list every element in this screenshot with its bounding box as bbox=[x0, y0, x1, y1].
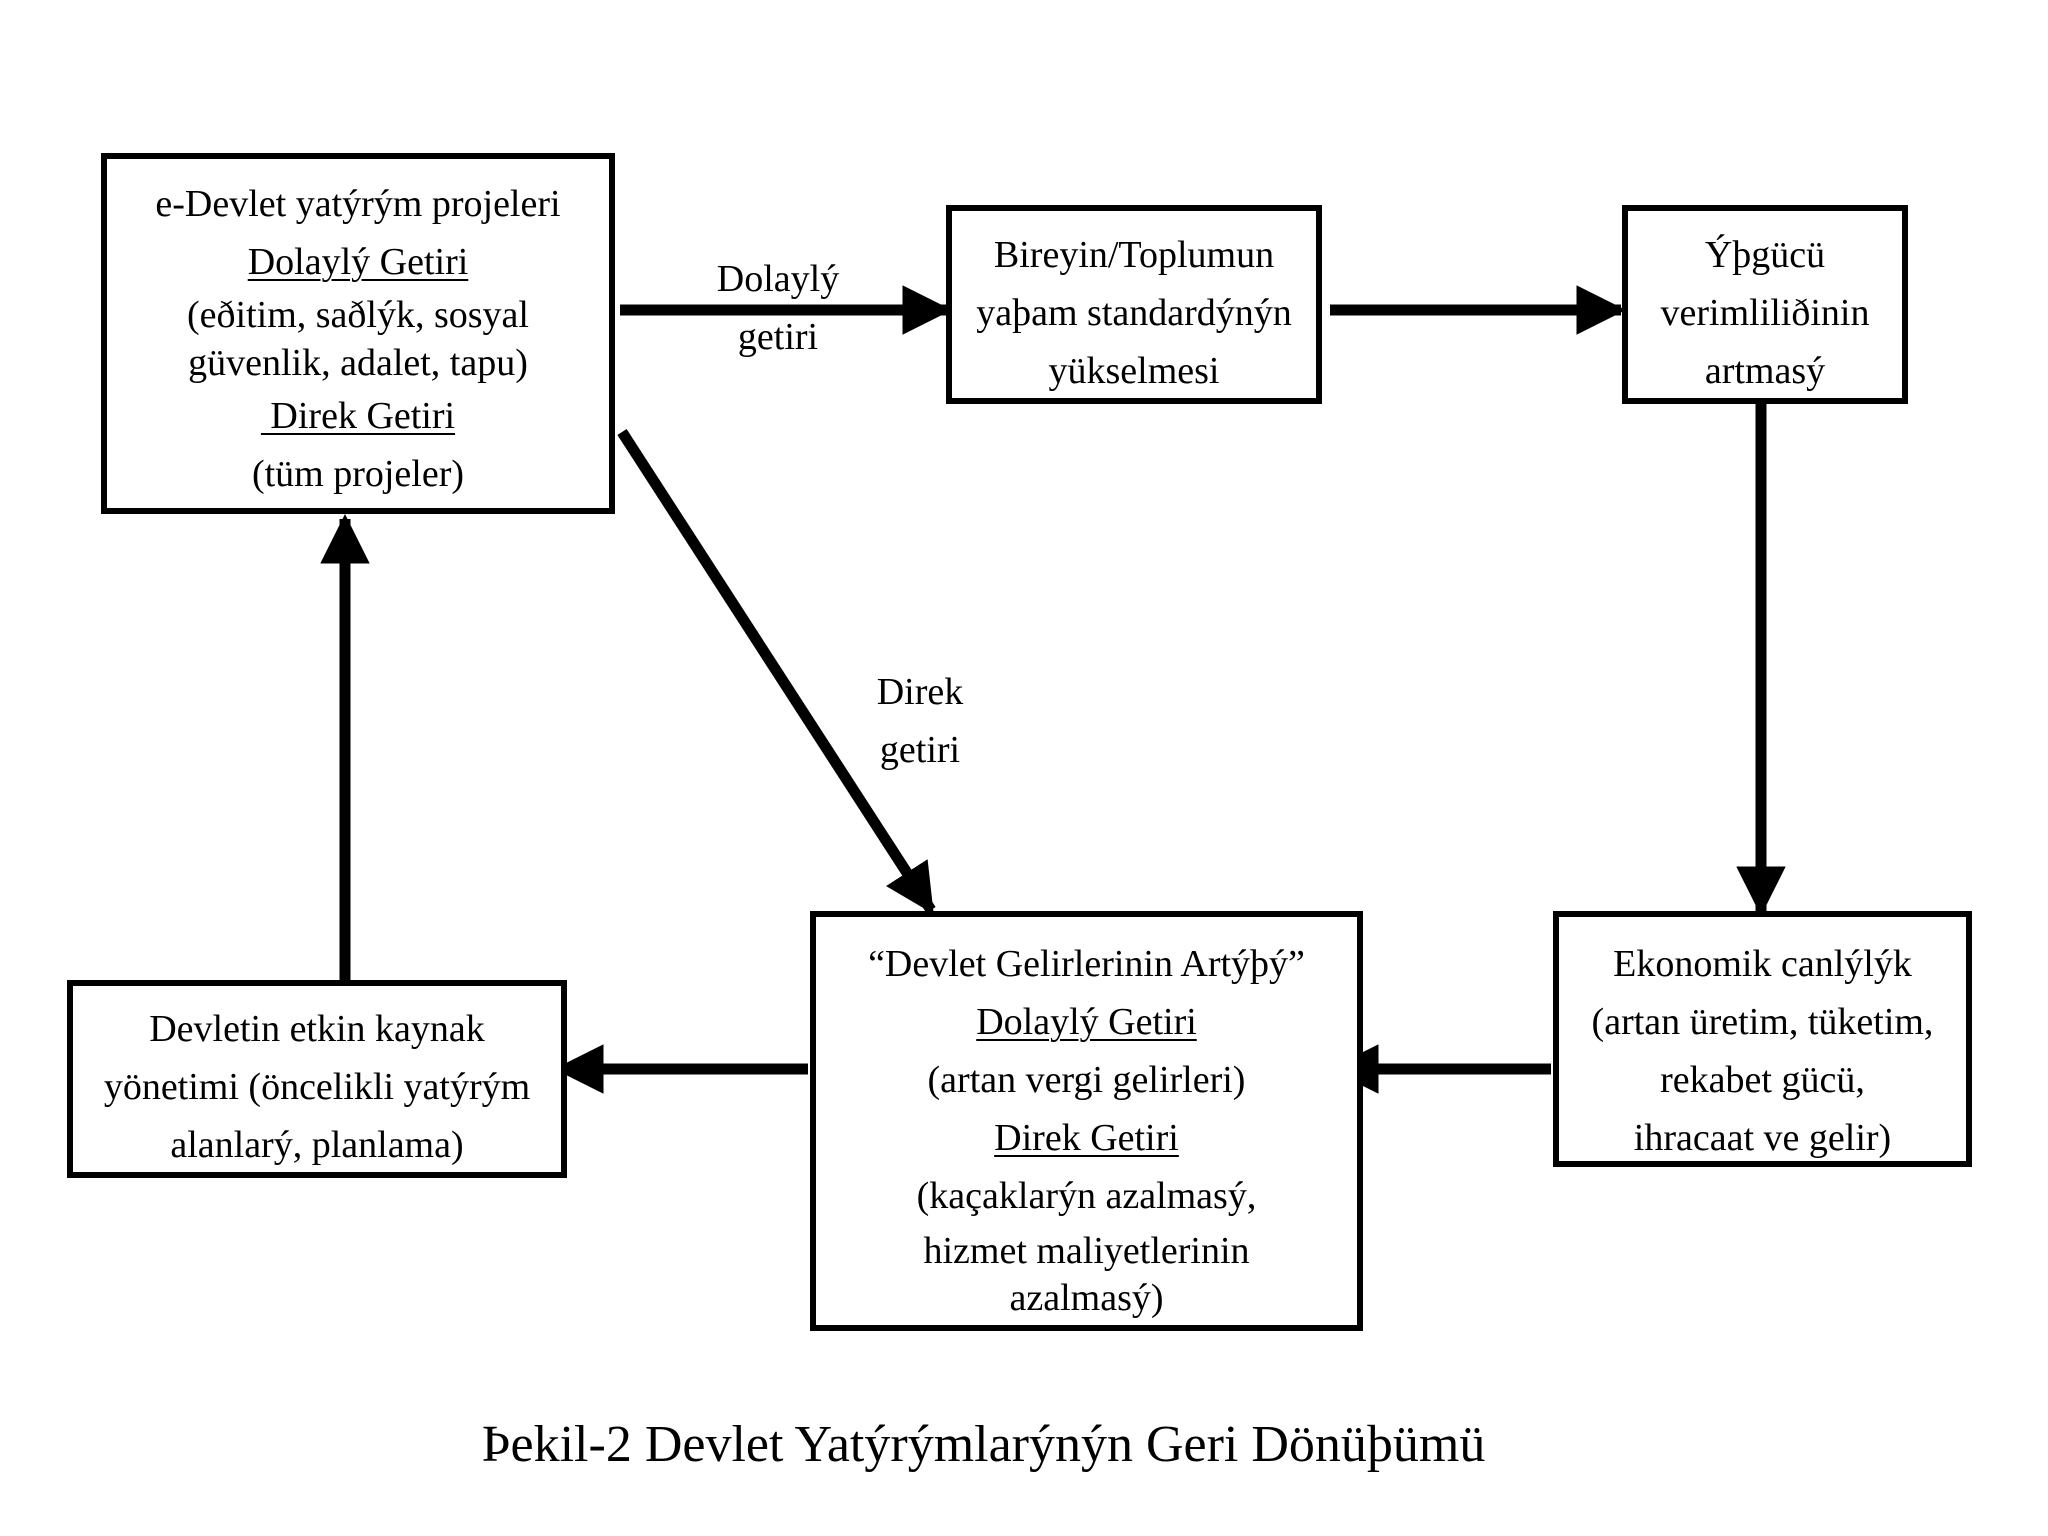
node-living-standard: Bireyin/Toplumun yaþam standardýnýn yüks… bbox=[946, 205, 1322, 404]
node-workforce-productivity: Ýþgücü verimliliðinin artmasý bbox=[1622, 205, 1908, 404]
node-line: yaþam standardýnýn bbox=[976, 292, 1292, 334]
node-line: rekabet gücü, bbox=[1660, 1059, 1865, 1101]
edge-label-indirect-return: Dolaylý getiri bbox=[683, 250, 873, 366]
node-line: azalmasý) bbox=[1009, 1277, 1164, 1319]
node-line: (tüm projeler) bbox=[251, 453, 465, 495]
indirect-return-heading: Dolaylý Getiri bbox=[816, 993, 1357, 1051]
node-line: Ekonomik canlýlýk bbox=[1613, 943, 1912, 985]
edge-label-line: Dolaylý bbox=[716, 258, 840, 300]
indirect-return-label: Dolaylý Getiri bbox=[247, 241, 469, 283]
node-line: yönetimi (öncelikli yatýrým bbox=[103, 1066, 531, 1108]
edge-label-direct-return: Direk getiri bbox=[840, 663, 1000, 779]
edge-label-line: getiri bbox=[737, 316, 819, 358]
node-line: güvenlik, adalet, tapu) bbox=[188, 342, 528, 384]
node-line: Devletin etkin kaynak bbox=[149, 1008, 485, 1050]
node-egov-projects: e-Devlet yatýrým projeleri Dolaylý Getir… bbox=[101, 153, 615, 514]
edge-label-line: getiri bbox=[879, 729, 961, 771]
figure-caption: Þekil-2 Devlet Yatýrýmlarýnýn Geri Dönüþ… bbox=[481, 1416, 1486, 1473]
node-line: Ýþgücü bbox=[1704, 234, 1826, 276]
node-line: Bireyin/Toplumun bbox=[993, 234, 1275, 276]
node-title: e-Devlet yatýrým projeleri bbox=[155, 183, 561, 225]
indirect-return-label: Dolaylý Getiri bbox=[976, 1001, 1197, 1043]
node-line: (kaçaklarýn azalmasý, bbox=[916, 1175, 1257, 1217]
node-economic-vitality: Ekonomik canlýlýk (artan üretim, tüketim… bbox=[1553, 911, 1972, 1167]
arrow-projects-to-revenue bbox=[617, 429, 936, 915]
direct-return-heading: Direk Getiri bbox=[816, 1109, 1357, 1167]
node-line: (artan üretim, tüketim, bbox=[1591, 1001, 1934, 1043]
node-state-revenue-increase: “Devlet Gelirlerinin Artýþý” Dolaylý Get… bbox=[810, 911, 1363, 1331]
node-line: (eðitim, saðlýk, sosyal bbox=[187, 294, 529, 336]
node-resource-management: Devletin etkin kaynak yönetimi (öncelikl… bbox=[67, 980, 567, 1178]
node-line: hizmet maliyetlerinin bbox=[923, 1230, 1250, 1272]
node-line: yükselmesi bbox=[1048, 350, 1220, 392]
node-line: alanlarý, planlama) bbox=[170, 1124, 464, 1166]
indirect-return-heading: Dolaylý Getiri bbox=[107, 233, 609, 291]
node-line: verimliliðinin bbox=[1660, 292, 1870, 334]
direct-return-label: Direk Getiri bbox=[260, 395, 456, 437]
edge-label-line: Direk bbox=[876, 671, 964, 713]
node-line: ihracaat ve gelir) bbox=[1633, 1117, 1892, 1159]
node-line: (artan vergi gelirleri) bbox=[927, 1059, 1246, 1101]
node-title: “Devlet Gelirlerinin Artýþý” bbox=[868, 943, 1305, 985]
node-line: artmasý bbox=[1704, 350, 1826, 392]
direct-return-label: Direk Getiri bbox=[994, 1117, 1179, 1159]
direct-return-heading: Direk Getiri bbox=[107, 387, 609, 445]
